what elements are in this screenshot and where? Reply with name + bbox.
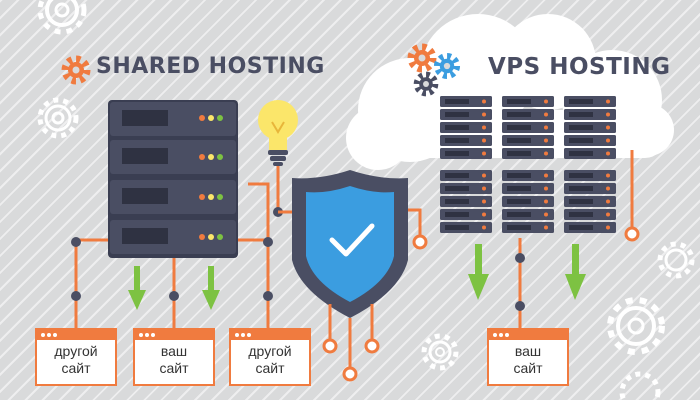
site-window: ваш сайт [133,328,215,386]
site-label-line1: ваш [160,343,188,359]
gear-icon [607,297,665,355]
down-arrow-icon [565,244,586,300]
site-label-line1: другой [54,343,98,359]
site-label-line2: сайт [513,360,543,376]
site-window: другой сайт [35,328,117,386]
lightbulb-icon [258,100,298,166]
gear-icon [65,59,87,81]
down-arrow-icon [128,266,146,310]
site-label-line1: ваш [514,343,542,359]
site-label-line2: сайт [255,360,285,376]
site-window-titlebar [489,330,567,340]
connector-nodes-vps [515,226,640,311]
connector-lines-shield [328,208,422,370]
shared-hosting-heading: SHARED HOSTING [96,54,325,79]
server-rack-icon [440,96,616,233]
connector-nodes [71,237,273,301]
site-label-line1: другой [248,343,292,359]
gear-icon [619,371,661,400]
gear-icon [657,241,695,279]
connector-nodes-shield [322,234,428,382]
site-window-titlebar [135,330,213,340]
vps-hosting-heading: VPS HOSTING [488,54,671,80]
site-window: другой сайт [229,328,311,386]
gear-icon [37,97,79,139]
server-rack-icon [108,100,238,258]
site-window-titlebar [231,330,309,340]
shield-check-icon [292,170,408,318]
gear-icon [421,333,459,371]
site-label-line2: сайт [61,360,91,376]
gear-icon [37,0,87,35]
site-window: ваш сайт [487,328,569,386]
site-label-line2: сайт [159,360,189,376]
down-arrow-icon [468,244,489,300]
down-arrow-icon [202,266,220,310]
site-window-titlebar [37,330,115,340]
cloud-icon [346,14,674,170]
